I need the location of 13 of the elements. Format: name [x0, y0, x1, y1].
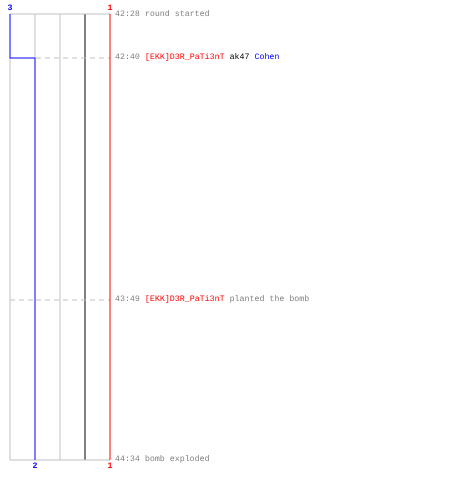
weapon-name: ak47 [230, 53, 250, 63]
player-name: [EKK]D3R_PaTi3nT [144, 295, 225, 305]
axis-number: 1 [108, 462, 112, 472]
player-name: [EKK]D3R_PaTi3nT [144, 53, 225, 63]
event-text: 42:40 [115, 53, 140, 63]
event-text: 44:34 bomb exploded [115, 455, 210, 465]
player-name: Cohen [254, 53, 280, 63]
event-text: planted the bomb [230, 295, 310, 305]
event-text: 43:49 [115, 295, 140, 305]
axis-number: 3 [8, 4, 12, 14]
axis-number: 2 [32, 462, 38, 472]
axis-number: 1 [108, 4, 112, 14]
event-text: 42:28 round started [115, 10, 210, 20]
